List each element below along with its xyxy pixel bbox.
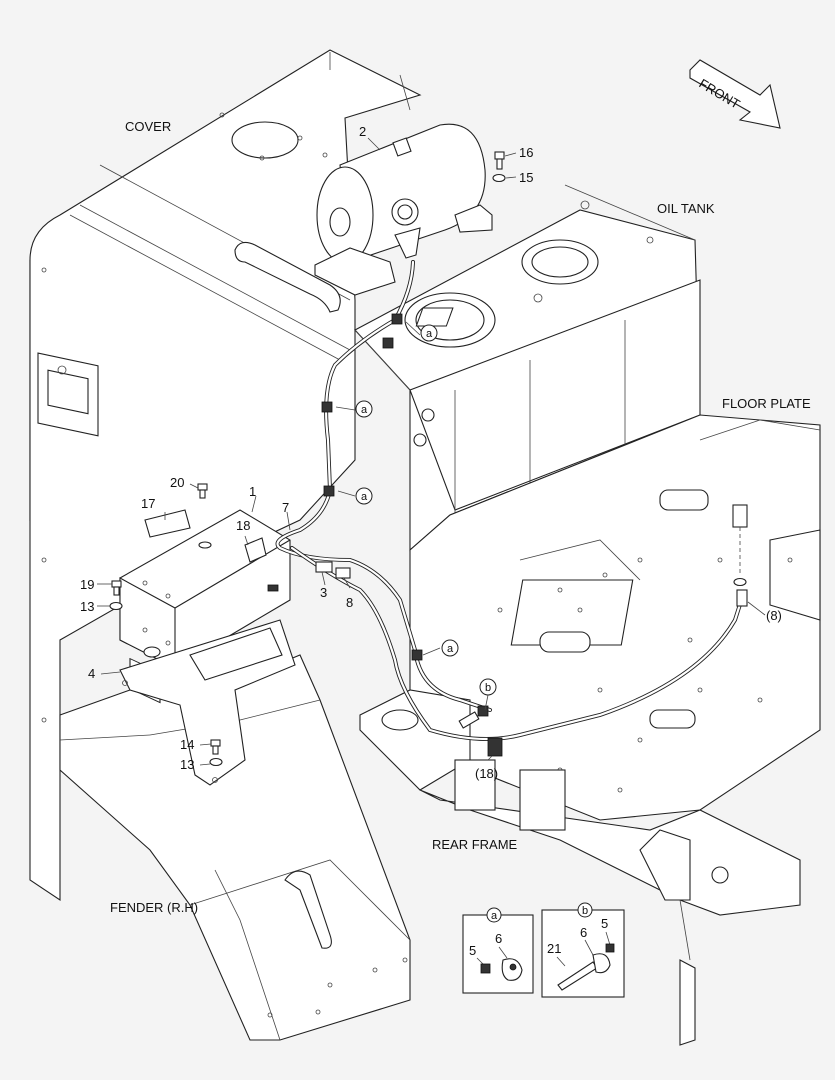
bolts-small [109,483,223,767]
marker-b-1-text: b [485,682,491,694]
label-fender: FENDER (R.H) [110,900,198,915]
label-oil-tank: OIL TANK [657,201,715,216]
label-cover: COVER [125,119,171,134]
callout-3: 3 [320,585,327,600]
callout-19: 19 [80,577,94,592]
callout-15: 15 [519,170,533,185]
callout-18-ref: (18) [475,766,498,781]
marker-a-3-text: a [361,491,368,503]
callout-4: 4 [88,666,95,681]
callout-numbers: 2 16 15 1 7 20 17 18 19 13 4 14 13 3 8 (… [80,124,782,781]
detail-b-box: b 21 6 5 [541,902,625,998]
detail-b-callout-21: 21 [547,941,561,956]
marker-b-1 [479,678,497,696]
marker-a-3 [355,487,373,505]
hose-lines [275,260,748,757]
callout-13-upper: 13 [80,599,94,614]
detail-a-callout-5: 5 [469,943,476,958]
part-4-bracket [119,619,296,786]
callout-8: 8 [346,595,353,610]
front-arrow: FRONT [689,59,781,129]
label-floor-plate: FLOOR PLATE [722,396,811,411]
cover-housing [29,49,422,902]
parts-15-16 [492,151,506,183]
label-rear-frame: REAR FRAME [432,837,518,852]
marker-a-2 [355,400,373,418]
detail-b-callout-5: 5 [601,916,608,931]
detail-a-marker: a [491,910,498,922]
detail-b-marker: b [582,905,588,917]
marker-circles: a a a a b [355,324,497,696]
rear-frame [359,689,801,1046]
callout-8-ref: (8) [766,608,782,623]
detail-b-callout-6: 6 [580,925,587,940]
region-labels: COVER OIL TANK FLOOR PLATE REAR FRAME FE… [110,119,811,915]
callout-20: 20 [170,475,184,490]
callout-2: 2 [359,124,366,139]
detail-a-box: a 5 6 [462,907,534,994]
callout-17: 17 [141,496,155,511]
marker-a-2-text: a [361,404,368,416]
floor-plate [409,414,821,821]
detail-a-callout-6: 6 [495,931,502,946]
marker-a-1 [420,324,438,342]
leader-lines [97,137,766,766]
callout-18: 18 [236,518,250,533]
callout-14: 14 [180,737,194,752]
callout-1: 1 [249,484,256,499]
callout-16: 16 [519,145,533,160]
marker-a-4 [441,639,459,657]
part-2-tank [314,123,493,296]
callout-13-lower: 13 [180,757,194,772]
marker-a-1-text: a [426,328,433,340]
marker-a-4-text: a [447,643,454,655]
callout-7: 7 [282,500,289,515]
fender-body [59,654,411,1041]
